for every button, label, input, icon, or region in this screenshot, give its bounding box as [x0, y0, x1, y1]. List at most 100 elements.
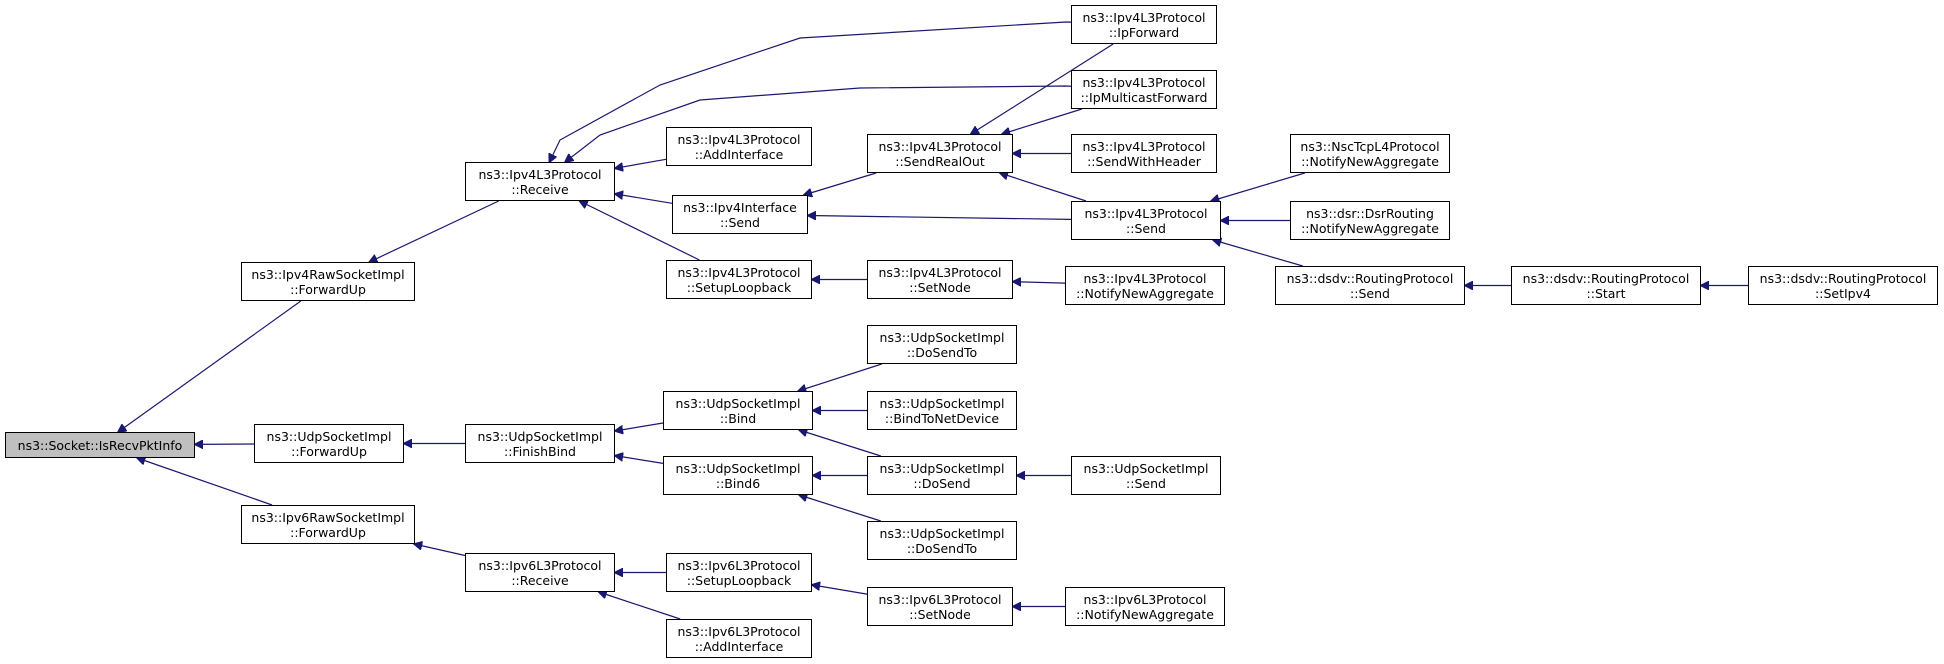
graph-node-ipv4l3-ipmcforward[interactable]: ns3::Ipv4L3Protocol::IpMulticastForward [1071, 70, 1217, 109]
graph-node-ipv6l3-setuplb[interactable]: ns3::Ipv6L3Protocol::SetupLoopback [666, 553, 812, 592]
graph-node-label: ns3::Ipv4RawSocketImpl [251, 266, 405, 282]
graph-node-ipv4l3-sendwithheader[interactable]: ns3::Ipv4L3Protocol::SendWithHeader [1071, 134, 1217, 173]
graph-node-ipv6l3-addif[interactable]: ns3::Ipv6L3Protocol::AddInterface [666, 619, 812, 658]
graph-node-label: ::Receive [511, 572, 569, 588]
graph-node-label: ns3::UdpSocketImpl [879, 460, 1005, 476]
graph-node-label: ::SetupLoopback [686, 279, 792, 295]
graph-node-udp-bind[interactable]: ns3::UdpSocketImpl::Bind [663, 391, 813, 430]
edge-ipv4l3-ipforward-to-ipv4l3-recv [549, 21, 1072, 162]
graph-node-udp-fwd[interactable]: ns3::UdpSocketImpl::ForwardUp [254, 424, 404, 463]
graph-node-dsdv-send[interactable]: ns3::dsdv::RoutingProtocol::Send [1275, 266, 1465, 305]
graph-node-ipv4l3-setuplb[interactable]: ns3::Ipv4L3Protocol::SetupLoopback [666, 260, 812, 299]
graph-node-ipv6l3-recv[interactable]: ns3::Ipv6L3Protocol::Receive [465, 553, 615, 592]
graph-node-label: ns3::Ipv6L3Protocol [677, 557, 801, 573]
graph-node-label: ::SetIpv4 [1815, 285, 1871, 301]
graph-node-label: ns3::Ipv4L3Protocol [878, 264, 1002, 280]
graph-node-udp-dosendto1[interactable]: ns3::UdpSocketImpl::DoSendTo [867, 325, 1017, 364]
graph-node-label: ns3::Socket::IsRecvPktInfo [17, 437, 183, 453]
graph-node-label: ::AddInterface [694, 146, 784, 162]
graph-node-label: ns3::Ipv4L3Protocol [677, 131, 801, 147]
graph-node-label: ns3::Ipv4L3Protocol [1082, 9, 1206, 25]
graph-node-label: ::Send [1126, 475, 1166, 491]
graph-node-ipv4l3-addif[interactable]: ns3::Ipv4L3Protocol::AddInterface [666, 127, 812, 166]
graph-node-ipv4l3-ipforward[interactable]: ns3::Ipv4L3Protocol::IpForward [1071, 5, 1217, 44]
graph-node-ipv6raw-fwd[interactable]: ns3::Ipv6RawSocketImpl::ForwardUp [241, 505, 415, 544]
graph-node-udp-bind6[interactable]: ns3::UdpSocketImpl::Bind6 [663, 456, 813, 495]
edge-ipv4l3-recv-to-ipv4raw-fwd [369, 200, 499, 262]
graph-node-label: ns3::Ipv4L3Protocol [478, 166, 602, 182]
graph-node-label: ::Send [1350, 285, 1390, 301]
graph-node-label: ::Receive [511, 181, 569, 197]
graph-node-label: ::Bind6 [715, 475, 761, 491]
graph-node-label: ::IpForward [1108, 24, 1180, 40]
edge-udp-dosend-to-udp-bind [799, 430, 881, 457]
graph-node-label: ::Start [1586, 285, 1626, 301]
graph-node-label: ::Send [720, 214, 760, 230]
graph-node-label: ns3::UdpSocketImpl [675, 395, 801, 411]
graph-node-label: ns3::UdpSocketImpl [1083, 460, 1209, 476]
graph-node-ipv6l3-setnode[interactable]: ns3::Ipv6L3Protocol::SetNode [867, 587, 1013, 626]
graph-node-ipv4l3-setnode[interactable]: ns3::Ipv4L3Protocol::SetNode [867, 260, 1013, 299]
graph-node-label: ns3::Ipv4L3Protocol [677, 264, 801, 280]
graph-node-label: ns3::UdpSocketImpl [879, 525, 1005, 541]
edge-ipv4l3-sendrealout-to-ipv4if-send [804, 172, 877, 195]
graph-node-label: ::NotifyNewAggregate [1301, 220, 1439, 236]
edge-ipv4l3-nna-to-ipv4l3-setnode [1013, 282, 1066, 284]
edge-ipv4l3-send-to-ipv4if-send [808, 216, 1072, 220]
edge-udp-bind6-to-udp-finishbind [615, 456, 664, 464]
graph-node-label: ::SetNode [909, 606, 971, 622]
graph-node-label: ns3::dsr::DsrRouting [1306, 205, 1434, 221]
graph-node-label: ns3::Ipv6RawSocketImpl [251, 509, 405, 525]
graph-node-label: ::NotifyNewAggregate [1076, 606, 1214, 622]
graph-node-dsdv-start[interactable]: ns3::dsdv::RoutingProtocol::Start [1511, 266, 1701, 305]
edge-nsctcp-nna-to-ipv4l3-send [1211, 172, 1305, 201]
edge-udp-dosendto2-to-udp-bind6 [799, 495, 881, 522]
graph-node-dsr-nna[interactable]: ns3::dsr::DsrRouting::NotifyNewAggregate [1290, 201, 1450, 240]
graph-node-ipv4if-send[interactable]: ns3::Ipv4Interface::Send [672, 195, 808, 234]
graph-node-udp-bindnd[interactable]: ns3::UdpSocketImpl::BindToNetDevice [867, 391, 1017, 430]
edge-ipv6l3-recv-to-ipv6raw-fwd [414, 544, 466, 557]
graph-node-label: ns3::UdpSocketImpl [266, 428, 392, 444]
graph-node-label: ::ForwardUp [290, 281, 366, 297]
edge-ipv4raw-fwd-to-root [118, 300, 302, 432]
graph-node-ipv4l3-sendrealout[interactable]: ns3::Ipv4L3Protocol::SendRealOut [867, 134, 1013, 173]
graph-node-label: ::IpMulticastForward [1080, 89, 1208, 105]
graph-node-ipv4raw-fwd[interactable]: ns3::Ipv4RawSocketImpl::ForwardUp [241, 262, 415, 301]
graph-node-ipv4l3-recv[interactable]: ns3::Ipv4L3Protocol::Receive [465, 162, 615, 201]
graph-node-ipv6l3-nna[interactable]: ns3::Ipv6L3Protocol::NotifyNewAggregate [1065, 587, 1225, 626]
graph-node-label: ns3::Ipv6L3Protocol [677, 623, 801, 639]
graph-node-label: ns3::Ipv4L3Protocol [1083, 270, 1207, 286]
graph-node-label: ::NotifyNewAggregate [1301, 153, 1439, 169]
graph-node-label: ns3::NscTcpL4Protocol [1300, 138, 1440, 154]
graph-node-label: ::ForwardUp [290, 524, 366, 540]
graph-node-ipv4l3-send[interactable]: ns3::Ipv4L3Protocol::Send [1071, 201, 1221, 240]
graph-node-label: ::DoSendTo [906, 344, 978, 360]
graph-node-label: ns3::Ipv4L3Protocol [1084, 205, 1208, 221]
graph-node-label: ::DoSend [913, 475, 971, 491]
edge-ipv4if-send-to-ipv4l3-recv [615, 194, 673, 204]
graph-node-udp-finishbind[interactable]: ns3::UdpSocketImpl::FinishBind [465, 424, 615, 463]
edge-ipv6raw-fwd-to-root [137, 458, 273, 506]
graph-node-udp-dosend[interactable]: ns3::UdpSocketImpl::DoSend [867, 456, 1017, 495]
edge-udp-dosendto1-to-udp-bind [798, 363, 882, 391]
graph-node-udp-send[interactable]: ns3::UdpSocketImpl::Send [1071, 456, 1221, 495]
graph-node-root[interactable]: ns3::Socket::IsRecvPktInfo [5, 432, 195, 458]
graph-node-label: ::SendRealOut [895, 153, 985, 169]
edge-ipv4l3-ipforward-to-ipv4l3-sendrealout [971, 43, 1114, 134]
graph-node-udp-dosendto2[interactable]: ns3::UdpSocketImpl::DoSendTo [867, 521, 1017, 560]
graph-node-label: ns3::UdpSocketImpl [879, 395, 1005, 411]
graph-node-nsctcp-nna[interactable]: ns3::NscTcpL4Protocol::NotifyNewAggregat… [1290, 134, 1450, 173]
edge-ipv6l3-setnode-to-ipv6l3-setuplb [812, 585, 868, 595]
graph-node-label: ::ForwardUp [291, 443, 367, 459]
graph-node-dsdv-setipv4[interactable]: ns3::dsdv::RoutingProtocol::SetIpv4 [1748, 266, 1938, 305]
graph-node-label: ns3::Ipv6L3Protocol [478, 557, 602, 573]
graph-node-label: ::SetupLoopback [686, 572, 792, 588]
graph-node-ipv4l3-nna[interactable]: ns3::Ipv4L3Protocol::NotifyNewAggregate [1065, 266, 1225, 305]
graph-node-label: ns3::Ipv6L3Protocol [878, 591, 1002, 607]
graph-node-label: ns3::Ipv6L3Protocol [1083, 591, 1207, 607]
edge-dsdv-send-to-ipv4l3-send [1213, 240, 1303, 267]
graph-node-label: ns3::Ipv4L3Protocol [878, 138, 1002, 154]
graph-node-label: ns3::UdpSocketImpl [879, 329, 1005, 345]
graph-node-label: ::AddInterface [694, 638, 784, 654]
